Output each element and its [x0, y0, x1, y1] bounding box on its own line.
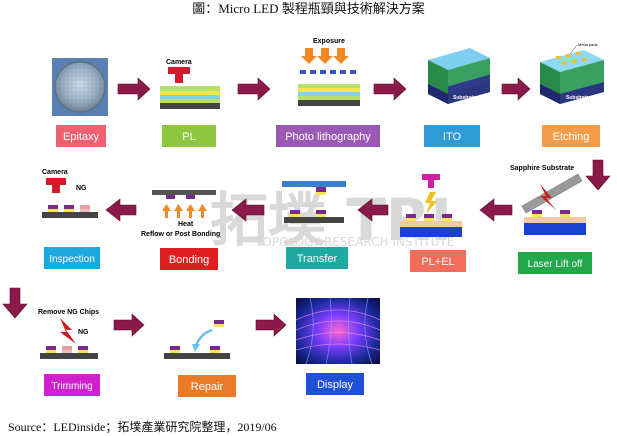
- exposure-label: Exposure: [313, 38, 345, 45]
- row3-labels: Trimming Repair Display: [44, 373, 364, 397]
- metal-pads-label: Metal pads: [578, 42, 598, 47]
- trimming-image: Remove NG Chips NG: [38, 309, 99, 359]
- reflow-label: Reflow or Post Bonding: [141, 231, 220, 238]
- bonding-image: Heat Reflow or Post Bonding: [141, 190, 220, 238]
- photo-lithography-image: Exposure: [298, 38, 360, 106]
- ng-label-1: NG: [76, 185, 87, 192]
- repair-image: [164, 320, 230, 359]
- camera-label: Camera: [166, 59, 192, 66]
- trimming-label: Trimming: [51, 381, 92, 392]
- row1-arrows: [117, 77, 531, 101]
- ito-label: ITO: [443, 131, 462, 143]
- down-arrow-right: [585, 159, 611, 191]
- pl-stack: Camera: [160, 59, 220, 109]
- etching-box: [542, 125, 600, 147]
- source-caption: Source：LEDinside；拓墣產業研究院整理，2019/06: [8, 420, 277, 434]
- row2-labels: Laser Lift off PL+EL Transfer Bonding In…: [44, 247, 592, 274]
- display-image: [295, 297, 381, 365]
- ito-image: Substrate: [428, 48, 490, 104]
- laser-box: [518, 252, 592, 274]
- row3-arrows: [113, 313, 287, 337]
- ito-box: [424, 125, 480, 147]
- bonding-box: [160, 248, 218, 270]
- watermark-sub: TOPOLOGY RESEARCH INSTITUTE: [254, 235, 454, 249]
- transfer-image: [282, 181, 346, 223]
- bonding-label: Bonding: [169, 254, 209, 266]
- inspection-label: Inspection: [49, 254, 95, 265]
- ito-substrate-label: Substrate: [453, 95, 476, 101]
- laser-liftoff-image: Sapphire Substrate: [510, 165, 586, 235]
- plel-box: [410, 250, 466, 272]
- plel-image: [400, 174, 462, 237]
- transfer-box: [286, 247, 348, 269]
- epitaxy-box: [56, 125, 106, 147]
- transfer-label: Transfer: [297, 253, 338, 265]
- etching-label: Etching: [553, 131, 590, 143]
- repair-box: [178, 375, 236, 397]
- etching-substrate-label: Substrate: [566, 95, 589, 101]
- remove-ng-label: Remove NG Chips: [38, 309, 99, 316]
- heat-label: Heat: [178, 221, 194, 228]
- wafer-image: [52, 58, 108, 116]
- pl-label: PL: [182, 131, 195, 143]
- display-box: [306, 373, 364, 395]
- inspection-image: Camera NG: [42, 169, 98, 218]
- down-arrow-left: [2, 287, 28, 319]
- inspection-camera-label: Camera: [42, 169, 68, 176]
- display-label: Display: [317, 379, 354, 391]
- inspection-box: [44, 247, 100, 269]
- pl-box: [162, 125, 216, 147]
- photo-box: [276, 125, 380, 147]
- etching-image: Metal pads Substrate: [540, 42, 604, 104]
- laser-label: Laser Lift off: [528, 259, 583, 270]
- photo-label: Photo lithography: [285, 131, 371, 143]
- row2-arrows: [105, 198, 513, 222]
- row1-labels: Epitaxy PL Photo lithography ITO Etching: [56, 125, 600, 147]
- epitaxy-label: Epitaxy: [63, 131, 100, 143]
- sapphire-label: Sapphire Substrate: [510, 165, 574, 172]
- plel-label: PL+EL: [421, 256, 454, 268]
- ng-label-2: NG: [78, 329, 89, 336]
- repair-label: Repair: [191, 381, 224, 393]
- figure-title: 圖：Micro LED 製程瓶頸與技術解決方案: [192, 1, 425, 16]
- trimming-box: [44, 374, 100, 396]
